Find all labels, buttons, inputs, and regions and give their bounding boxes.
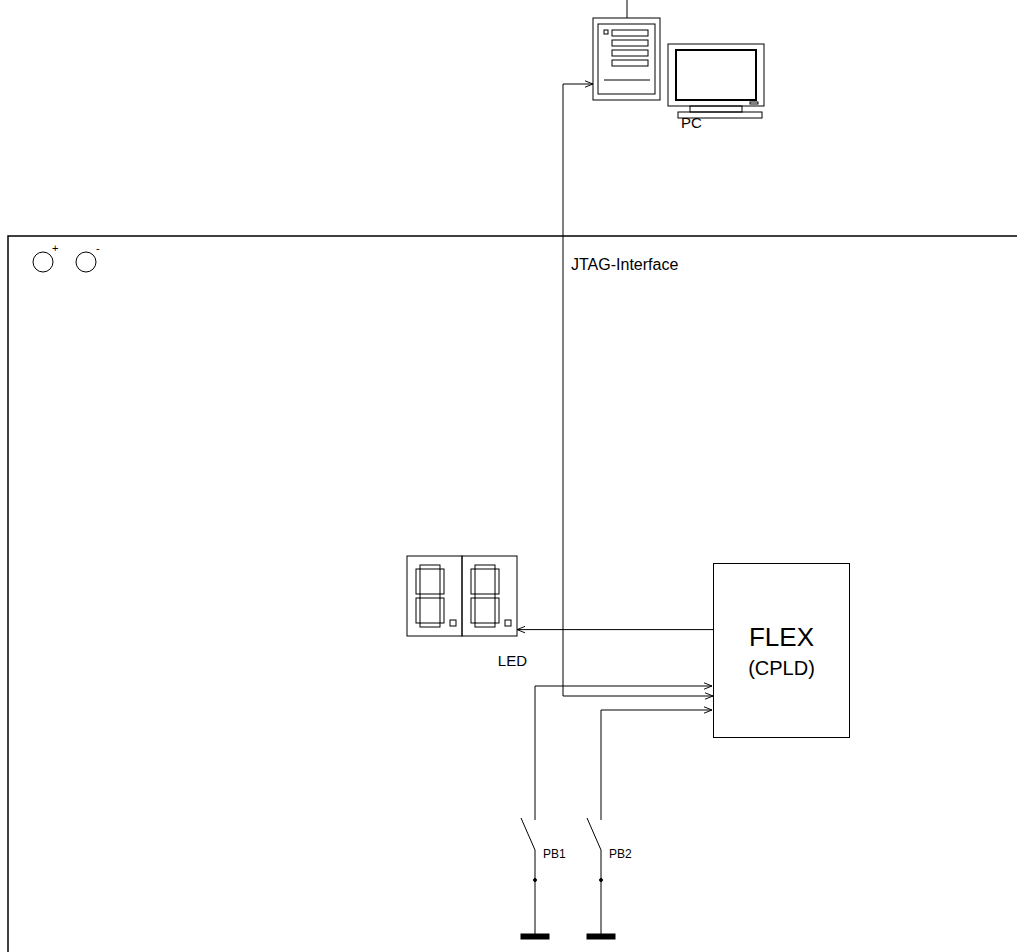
switch-name: PB1 bbox=[543, 847, 566, 861]
pc-icon bbox=[593, 0, 764, 118]
connector bbox=[517, 629, 713, 630]
computer-node: PC bbox=[593, 18, 765, 136]
node-text: PC bbox=[681, 114, 702, 131]
led-display: LED bbox=[407, 556, 517, 636]
interface-name: JTAG-Interface bbox=[571, 256, 678, 274]
connector bbox=[563, 84, 713, 696]
terminal-sign: + bbox=[52, 242, 58, 254]
node-text: FLEX bbox=[749, 622, 814, 653]
push-button-wires bbox=[521, 686, 712, 939]
power-terminal bbox=[76, 252, 96, 272]
seven-segment-display bbox=[407, 556, 517, 636]
board-outline bbox=[8, 236, 1017, 952]
node-text: LED bbox=[498, 652, 527, 669]
power-terminal bbox=[33, 252, 53, 272]
terminal-sign: - bbox=[96, 242, 100, 254]
switch-name: PB2 bbox=[609, 847, 632, 861]
process-box: FLEX (CPLD) bbox=[713, 563, 850, 738]
node-text: (CPLD) bbox=[748, 657, 815, 680]
